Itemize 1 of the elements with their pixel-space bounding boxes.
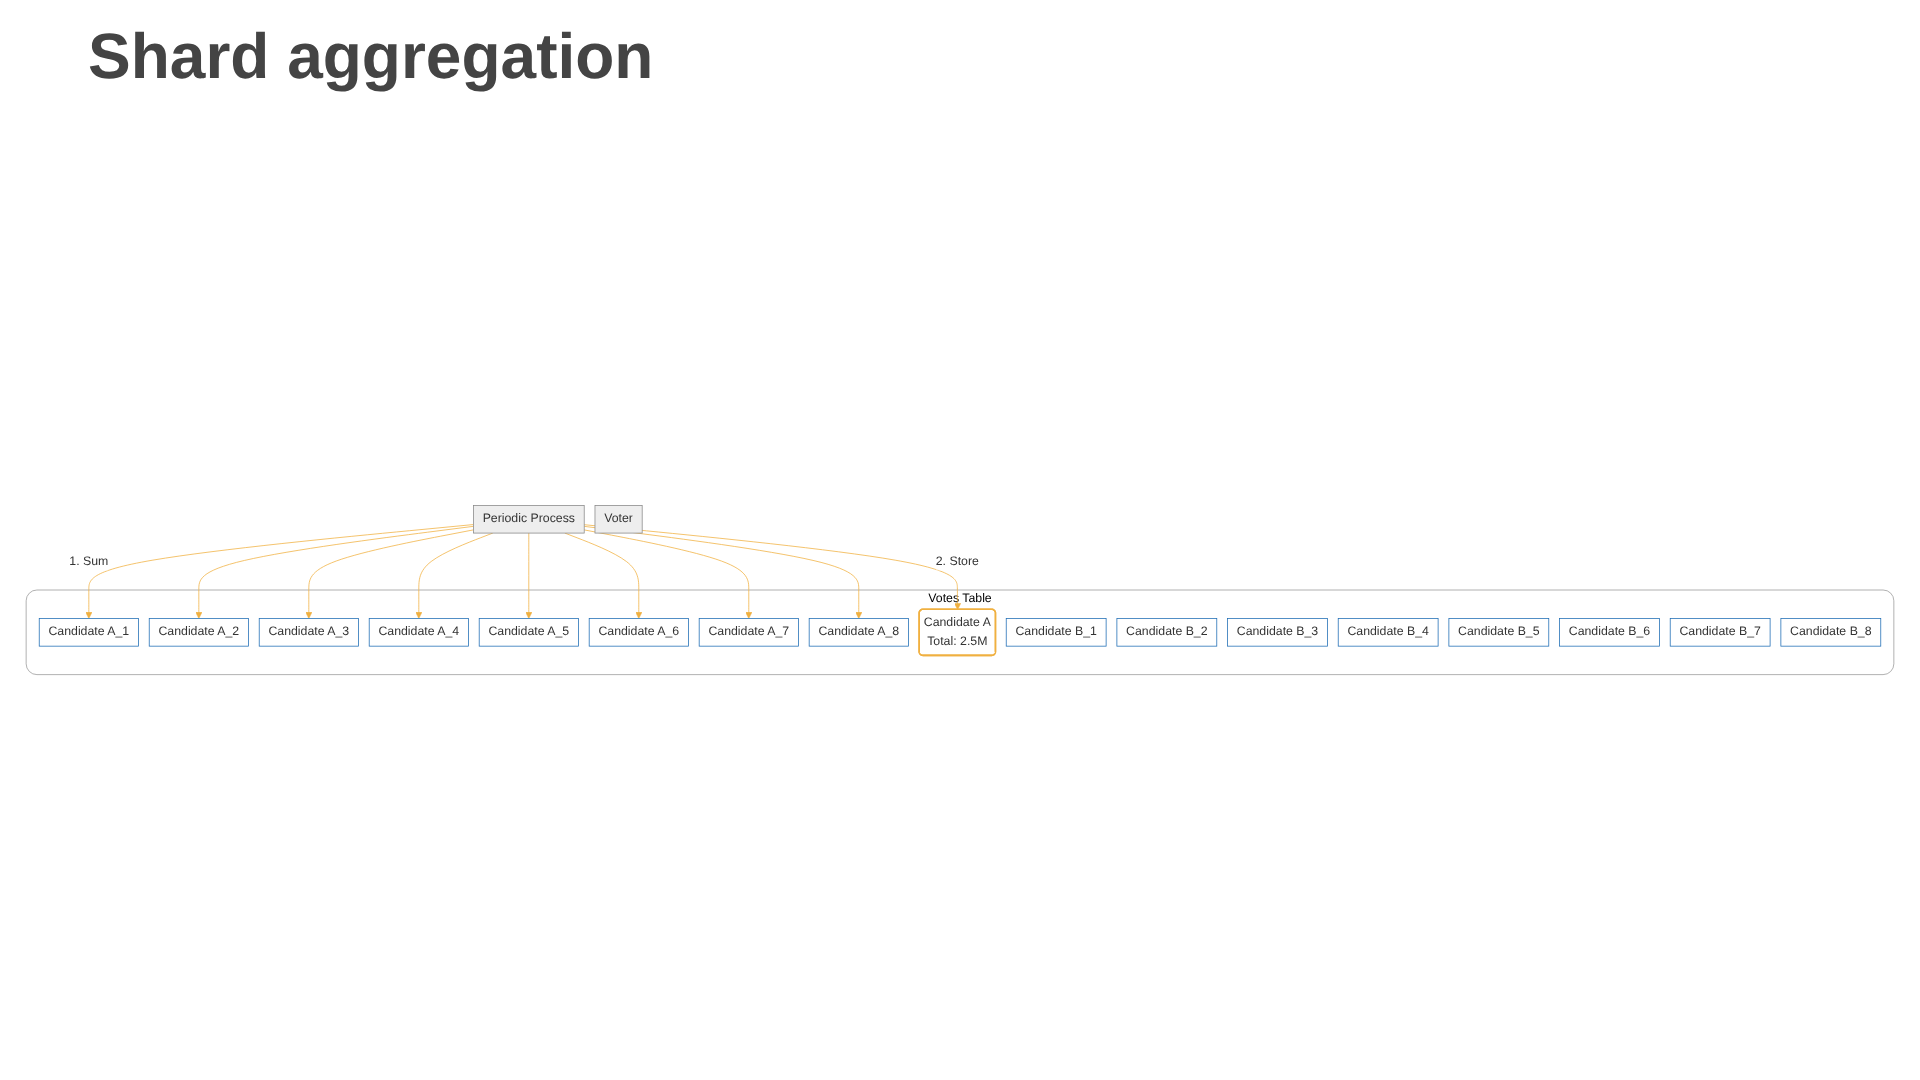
diagram-title: Shard aggregation [88, 20, 656, 94]
